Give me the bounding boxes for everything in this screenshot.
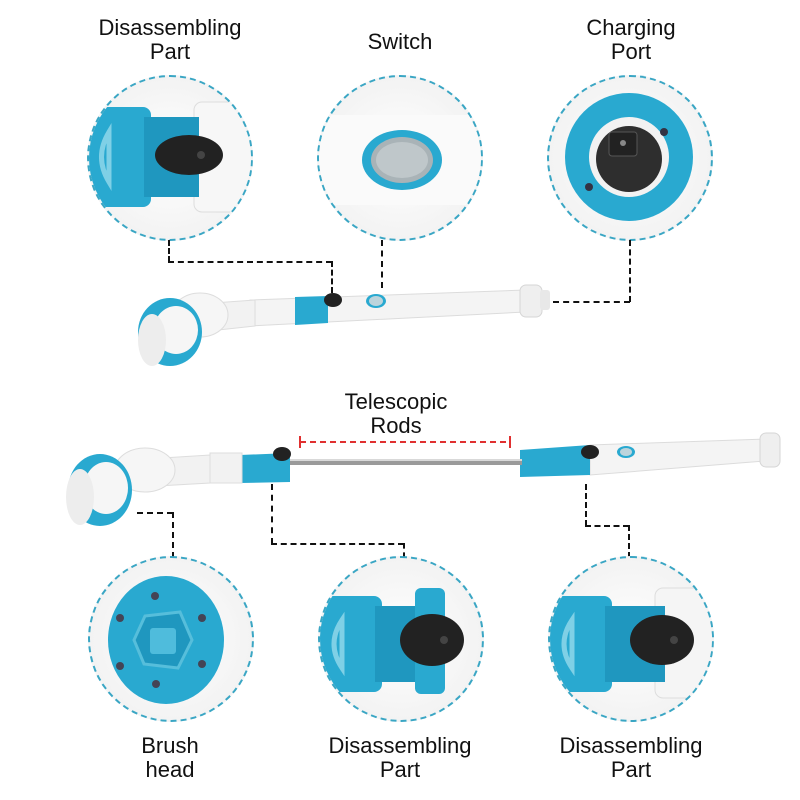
leader-line-charging-h	[553, 301, 630, 303]
telescopic-span-marker	[299, 436, 511, 448]
label-switch: Switch	[367, 29, 433, 54]
label-disassembling-part-right: Disassembling Part	[559, 733, 703, 782]
detail-circle-disassembling-top	[87, 75, 253, 241]
leader-line-disassembling-top-v2	[331, 261, 333, 293]
leader-line-brush-head-v	[172, 512, 174, 558]
leader-line-disassembling-right-h	[585, 525, 629, 527]
label-brush-head: Brush head	[141, 733, 199, 782]
detail-circle-disassembling-right	[548, 556, 714, 722]
release-latch-icon	[89, 101, 251, 213]
brush-head-mount-icon	[108, 576, 224, 704]
label-telescopic-rods: Telescopic Rods	[344, 389, 448, 438]
detail-circle-brush-head	[88, 556, 254, 722]
detail-circle-disassembling-left	[318, 556, 484, 722]
label-charging-port: Charging Port	[586, 15, 676, 64]
power-switch-icon	[319, 115, 481, 205]
charging-port-icon	[565, 93, 693, 221]
detail-circle-charging-port	[547, 75, 713, 241]
leader-line-disassembling-left-v1	[271, 484, 273, 544]
leader-line-switch	[381, 240, 383, 288]
leader-line-disassembling-left-h	[271, 543, 404, 545]
leader-line-disassembling-top-h	[168, 261, 332, 263]
leader-line-disassembling-left-v2	[403, 543, 405, 558]
leader-line-charging-v	[629, 240, 631, 302]
label-disassembling-part-top: Disassembling Part	[98, 15, 242, 64]
leader-line-disassembling-top	[168, 240, 170, 262]
release-latch-icon	[320, 588, 464, 694]
scrubber-extended-illustration	[66, 432, 781, 526]
scrubber-compact-illustration	[138, 284, 550, 366]
detail-circle-switch	[317, 75, 483, 241]
leader-line-disassembling-right-v2	[628, 525, 630, 558]
release-latch-icon	[550, 587, 712, 699]
leader-line-disassembling-right-v1	[585, 484, 587, 526]
label-disassembling-part-left: Disassembling Part	[328, 733, 472, 782]
leader-line-brush-head-h	[137, 512, 173, 514]
